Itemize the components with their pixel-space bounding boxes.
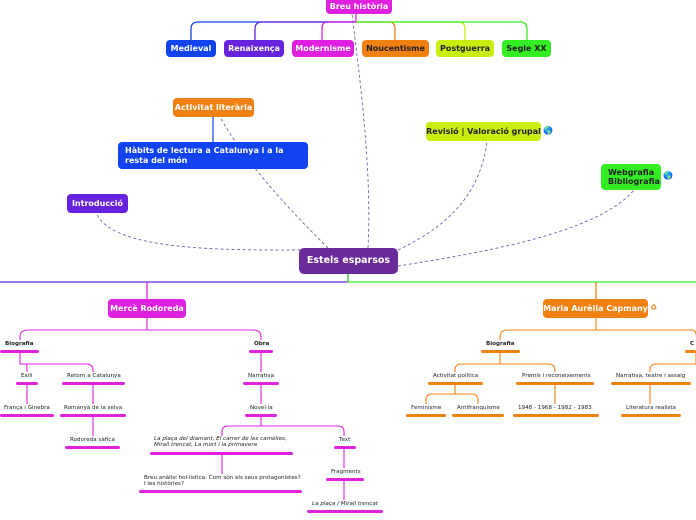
period-modernisme[interactable]: Modernisme — [292, 40, 354, 57]
recycle-icon[interactable]: ♻ — [650, 303, 658, 312]
underline — [62, 382, 125, 385]
central-topic[interactable]: Estels esparsos — [299, 248, 398, 274]
capmany-title: Maria Aurèlia Capmany — [543, 303, 648, 313]
habits-title: Hàbits de lectura a Catalunya i a la res… — [125, 146, 284, 165]
period-renaixenca[interactable]: Renaixença — [224, 40, 284, 57]
rodoreda-romanya[interactable]: Romanyà de la selva — [64, 405, 123, 411]
rodoreda-title: Mercè Rodoreda — [110, 303, 184, 313]
capmany-cut[interactable]: C — [690, 341, 695, 347]
capmany-connectors — [425, 318, 696, 404]
period-noucentisme[interactable]: Noucentisme — [362, 40, 429, 57]
underline — [516, 382, 594, 385]
capmany-politica[interactable]: Activitat política — [433, 373, 479, 379]
underline — [60, 414, 126, 417]
rodoreda-franca[interactable]: França i Ginebra — [4, 405, 50, 411]
rodoreda-biografia[interactable]: Biografia — [5, 341, 34, 347]
underline — [452, 414, 504, 417]
period-postguerra[interactable]: Postguerra — [436, 40, 494, 57]
period-label: Medieval — [170, 43, 212, 53]
underline — [326, 478, 364, 481]
rodoreda-analisi[interactable]: Breu anàlisi hol·lística: Com són els se… — [144, 475, 301, 488]
rodoreda-novella[interactable]: Novel·la — [250, 405, 273, 411]
underline — [65, 446, 120, 449]
central-title: Estels esparsos — [306, 254, 391, 266]
period-label: Postguerra — [439, 43, 491, 53]
underline — [249, 350, 273, 353]
period-label: Segle XX — [506, 43, 547, 53]
rodoreda-sanfica[interactable]: Rodoreda sàfica — [70, 437, 115, 443]
underline — [245, 414, 277, 417]
habits-node[interactable]: Hàbits de lectura a Catalunya i a la res… — [118, 142, 308, 169]
underline — [428, 382, 483, 385]
rodoreda-connectors — [19, 318, 345, 500]
period-medieval[interactable]: Medieval — [166, 40, 216, 57]
underline — [621, 414, 681, 417]
globe-icon[interactable]: 🌎 — [543, 126, 553, 135]
rodoreda-obres[interactable]: La plaça del diamant, El carrer de les c… — [154, 436, 287, 449]
rodoreda-placa[interactable]: La plaça / Mirall trencat — [312, 501, 378, 507]
history-connectors — [190, 14, 528, 40]
capmany-feminisme[interactable]: Feminisme — [411, 405, 442, 411]
capmany-premis[interactable]: Premis i reconeixements — [522, 373, 591, 379]
revisio-node[interactable]: Revisió | Valoració grupal — [426, 122, 541, 141]
capmany-narrativa[interactable]: Narrativa, teatre i assaig — [616, 373, 686, 379]
rodoreda-retorn[interactable]: Retorn a Catalunya — [67, 373, 121, 379]
capmany-realista[interactable]: Literatura realista — [626, 405, 676, 411]
underline — [243, 382, 279, 385]
underline — [513, 414, 599, 417]
capmany-biografia[interactable]: Biografia — [486, 341, 515, 347]
rodoreda-obra[interactable]: Obra — [254, 341, 270, 347]
underline — [0, 414, 54, 417]
revisio-title: Revisió | Valoració grupal — [426, 126, 541, 136]
underline — [139, 490, 302, 493]
introduccio-node[interactable]: Introducció — [67, 194, 128, 213]
rodoreda-node[interactable]: Mercè Rodoreda — [108, 299, 186, 318]
globe-icon[interactable]: 🌎 — [663, 171, 673, 180]
capmany-antifranquisme[interactable]: Antifranquisme — [457, 405, 500, 411]
rodoreda-fragments[interactable]: Fragments — [331, 469, 361, 475]
underline — [307, 510, 383, 513]
dashed-relations — [95, 13, 635, 267]
period-label: Noucentisme — [366, 43, 425, 53]
underline — [406, 414, 446, 417]
capmany-node[interactable]: Maria Aurèlia Capmany — [543, 299, 648, 318]
underline — [16, 382, 38, 385]
period-segle-xx[interactable]: Segle XX — [502, 40, 551, 57]
underline — [685, 350, 696, 353]
rodoreda-narrativa[interactable]: Narrativa — [248, 373, 275, 379]
activitat-node[interactable]: Activitat literària — [173, 98, 254, 117]
underline — [611, 382, 691, 385]
underline — [334, 446, 356, 449]
rodoreda-exili[interactable]: Exili — [21, 373, 33, 379]
underline — [150, 452, 293, 455]
introduccio-title: Introducció — [71, 198, 124, 208]
period-label: Renaixença — [228, 43, 280, 53]
history-node[interactable]: Breu història — [326, 0, 392, 14]
rodoreda-text[interactable]: Text — [339, 437, 351, 443]
webgrafia-title: Webgrafia Bibliografia — [608, 167, 660, 186]
activitat-title: Activitat literària — [174, 102, 253, 112]
main-branches — [0, 274, 696, 299]
underline — [481, 350, 520, 353]
period-label: Modernisme — [295, 43, 351, 53]
history-title: Breu història — [329, 2, 389, 12]
capmany-anys[interactable]: 1948 - 1968 - 1982 - 1983 — [518, 405, 592, 411]
webgrafia-node[interactable]: Webgrafia Bibliografia — [601, 164, 661, 190]
underline — [0, 350, 39, 353]
